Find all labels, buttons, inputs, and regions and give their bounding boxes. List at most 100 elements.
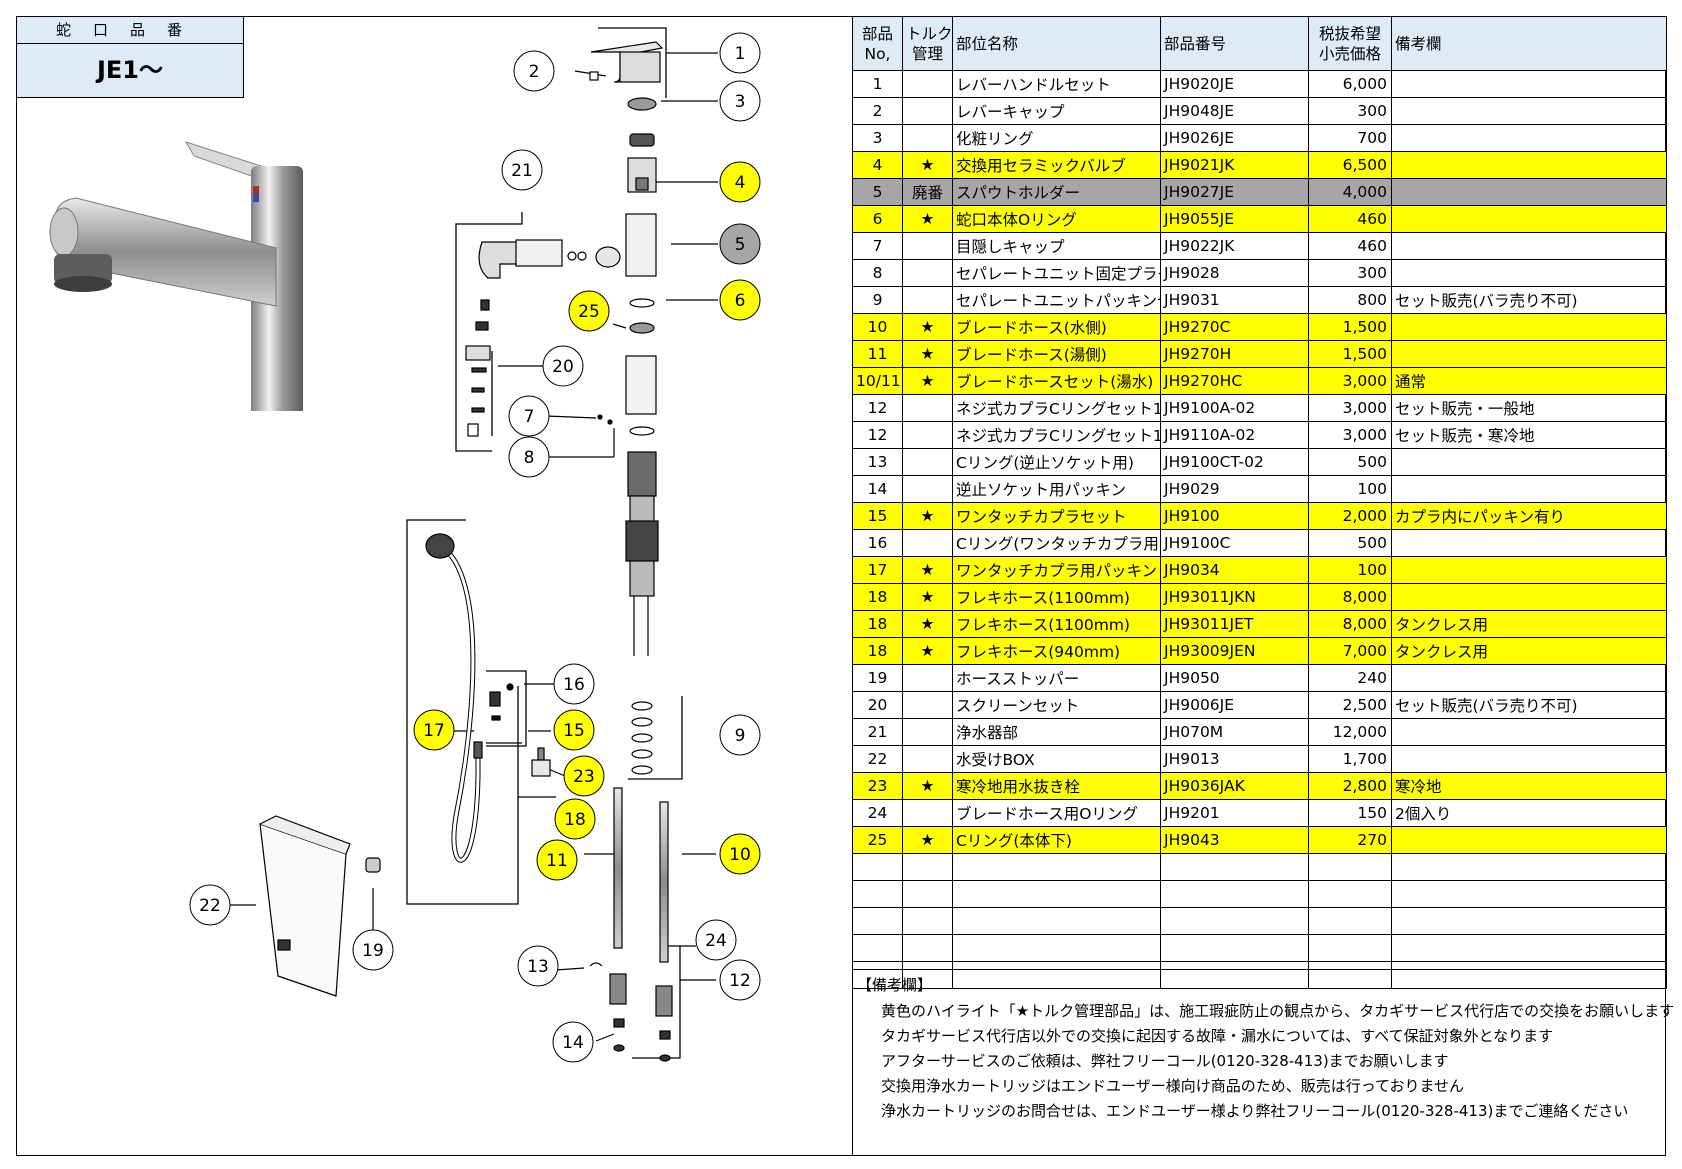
note-line: 浄水カートリッジのお問合せは、エンドユーザー様より弊社フリーコール(0120-3…	[881, 1102, 1629, 1120]
cell-remarks	[1391, 556, 1667, 584]
cell-part-number: JH9031	[1160, 286, 1309, 314]
callout-12: 12	[719, 959, 761, 1001]
cell-price: 800	[1308, 286, 1392, 314]
cell-part-name: レバーキャップ	[952, 97, 1161, 125]
cell-torque	[902, 421, 953, 449]
cell-part-number	[1160, 853, 1309, 881]
cell-torque	[902, 286, 953, 314]
cell-price: 1,700	[1308, 745, 1392, 773]
cell-part-name	[952, 934, 1161, 962]
cell-price: 700	[1308, 124, 1392, 152]
cell-remarks	[1391, 664, 1667, 692]
cell-part-name: 化粧リング	[952, 124, 1161, 152]
cell-torque	[902, 664, 953, 692]
cell-part-no	[852, 880, 903, 908]
svg-text:8: 8	[524, 448, 535, 468]
callout-10: 10	[719, 833, 761, 875]
cell-part-name: セパレートユニットパッキンセット	[952, 286, 1161, 314]
cell-torque	[902, 124, 953, 152]
cell-part-no: 14	[852, 475, 903, 503]
callout-1: 1	[719, 32, 761, 74]
callout-2: 2	[513, 50, 555, 92]
cell-part-number: JH9270C	[1160, 313, 1309, 341]
svg-text:20: 20	[552, 357, 574, 377]
cell-remarks	[1391, 151, 1667, 179]
cell-remarks	[1391, 70, 1667, 98]
cell-part-no: 5	[852, 178, 903, 206]
cell-remarks	[1391, 907, 1667, 935]
cell-part-no: 23	[852, 772, 903, 800]
cell-torque	[902, 961, 953, 989]
c-ring-body	[629, 322, 655, 334]
cell-part-name: レバーハンドルセット	[952, 70, 1161, 98]
cell-remarks: 2個入り	[1391, 799, 1667, 827]
cell-price: 1,500	[1308, 340, 1392, 368]
cell-part-name: 水受けBOX	[952, 745, 1161, 773]
cell-part-name: スクリーンセット	[952, 691, 1161, 719]
cell-price: 100	[1308, 475, 1392, 503]
svg-text:3: 3	[735, 92, 746, 112]
note-line: 黄色のハイライト「★トルク管理部品」は、施工瑕疵防止の観点から、タカギサービス代…	[881, 1002, 1675, 1020]
cell-part-number: JH9043	[1160, 826, 1309, 854]
svg-text:2: 2	[529, 62, 540, 82]
cell-part-no: 3	[852, 124, 903, 152]
cell-part-no: 16	[852, 529, 903, 557]
cell-part-no: 22	[852, 745, 903, 773]
cell-remarks	[1391, 745, 1667, 773]
cell-torque	[902, 259, 953, 287]
col-header-remarks: 備考欄	[1391, 16, 1667, 71]
callout-8: 8	[508, 436, 550, 478]
callout-18: 18	[554, 798, 596, 840]
cell-torque: ★	[902, 340, 953, 368]
cell-part-name: ホースストッパー	[952, 664, 1161, 692]
table-row	[852, 853, 1667, 881]
cell-price: 460	[1308, 232, 1392, 260]
cell-price: 3,000	[1308, 394, 1392, 422]
cell-torque	[902, 934, 953, 962]
cell-remarks	[1391, 448, 1667, 476]
cell-torque: ★	[902, 205, 953, 233]
faucet-photo	[49, 141, 303, 411]
cell-part-no: 10	[852, 313, 903, 341]
cell-price: 4,000	[1308, 178, 1392, 206]
water-receiving-box	[259, 823, 347, 997]
cell-part-no	[852, 934, 903, 962]
drain-plug	[531, 759, 551, 777]
cell-part-number: JH9034	[1160, 556, 1309, 584]
cell-torque: 廃番	[902, 178, 953, 206]
cell-part-number: JH9270HC	[1160, 367, 1309, 395]
cell-price: 240	[1308, 664, 1392, 692]
cell-torque	[902, 232, 953, 260]
cell-part-number: JH9028	[1160, 259, 1309, 287]
note-line: 交換用浄水カートリッジはエンドユーザー様向け商品のため、販売は行っておりません	[881, 1077, 1465, 1095]
table-row	[852, 961, 1667, 989]
screw-coupler-left	[609, 973, 627, 1005]
cell-part-no: 4	[852, 151, 903, 179]
braided-hose-hot	[613, 787, 623, 949]
svg-text:6: 6	[735, 291, 746, 311]
table-row	[852, 934, 1667, 962]
body-o-ring	[629, 298, 655, 308]
cell-part-no: 24	[852, 799, 903, 827]
spout-holder	[625, 213, 657, 277]
cell-part-number: JH9022JK	[1160, 232, 1309, 260]
cell-part-no: 10/11	[852, 367, 903, 395]
cell-remarks	[1391, 583, 1667, 611]
cell-remarks	[1391, 934, 1667, 962]
bracket-21	[455, 212, 523, 452]
callout-6: 6	[719, 279, 761, 321]
cell-part-number: JH9013	[1160, 745, 1309, 773]
cell-part-name: ワンタッチカプラ用パッキン	[952, 556, 1161, 584]
cell-price: 460	[1308, 205, 1392, 233]
callout-9: 9	[719, 714, 761, 756]
